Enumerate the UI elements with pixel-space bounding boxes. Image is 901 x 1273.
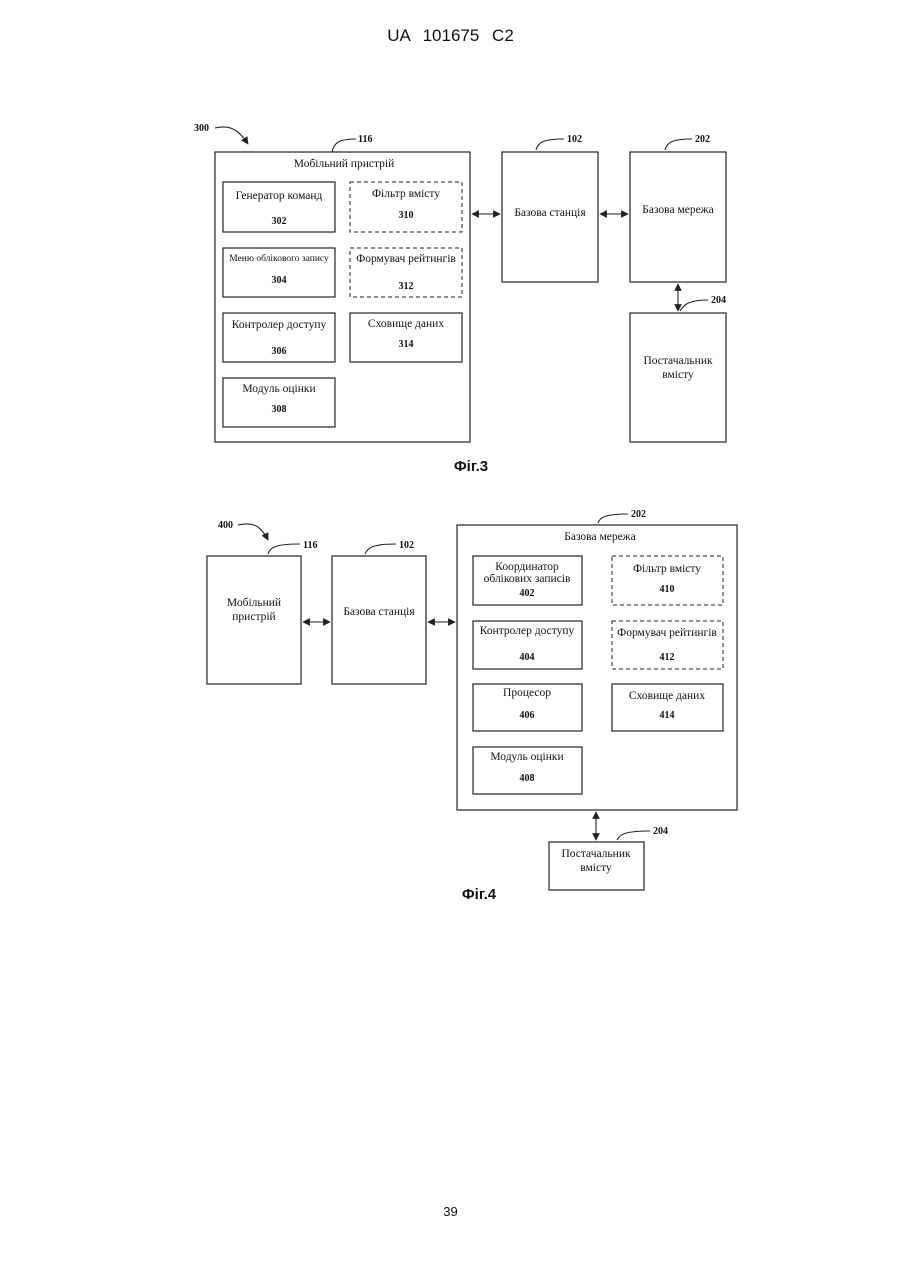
fig4-base-network-ref-leader	[598, 514, 628, 523]
fig4-rating-generator: Формувач рейтингів 412	[612, 621, 723, 669]
fig3-content-provider-line1: Постачальник	[643, 355, 713, 367]
fig4-provider-ref: 204	[653, 826, 668, 837]
fig3-base-network-ref: 202	[695, 134, 710, 145]
fig4-evaluation-module: Модуль оцінки 408	[473, 747, 582, 794]
fig3-rating-generator: Формувач рейтингів 312	[350, 248, 462, 297]
fig4-base-station-box	[332, 556, 426, 684]
fig3-mobile-ref-leader	[332, 139, 356, 152]
fig4-processor-num: 406	[520, 710, 535, 721]
fig3-rating-generator-label: Формувач рейтингів	[356, 253, 456, 265]
fig4-rating-generator-label: Формувач рейтингів	[617, 627, 717, 639]
fig4-data-storage-label: Сховище даних	[629, 690, 705, 702]
fig3-evaluation-module-num: 308	[272, 404, 287, 415]
fig3-account-menu-num: 304	[272, 275, 287, 286]
fig4-mobile-device: Мобільний пристрій 116	[207, 540, 317, 684]
fig3-content-filter-num: 310	[399, 210, 414, 221]
fig3-content-provider: Постачальник вмісту 204	[630, 295, 726, 442]
fig4-base-network-title: Базова мережа	[564, 531, 635, 543]
figure-4: 400 Мобільний пристрій 116 Базова станці…	[207, 509, 737, 903]
fig4-base-network: Базова мережа 202	[457, 509, 737, 810]
fig4-provider-ref-leader	[617, 831, 650, 840]
fig4-ref-400-arrow	[238, 524, 268, 540]
fig4-base-station-ref-leader	[365, 544, 396, 554]
fig4-content-filter: Фільтр вмісту 410	[612, 556, 723, 605]
fig3-evaluation-module-label: Модуль оцінки	[242, 383, 315, 395]
fig3-content-provider-line2: вмісту	[662, 369, 694, 381]
fig4-base-network-ref: 202	[631, 509, 646, 520]
fig3-base-station-label: Базова станція	[514, 207, 586, 219]
fig3-mobile-device-title: Мобільний пристрій	[294, 158, 395, 170]
fig4-content-provider-line2: вмісту	[580, 862, 612, 874]
fig3-caption: Фіг.3	[454, 458, 488, 475]
fig3-provider-ref-leader	[680, 300, 708, 311]
fig4-mobile-ref-leader	[268, 544, 300, 554]
fig3-rating-generator-num: 312	[399, 281, 414, 292]
fig3-data-storage-label: Сховище даних	[368, 318, 444, 330]
fig3-command-generator-label: Генератор команд	[236, 190, 323, 202]
fig4-account-coordinator-num: 402	[520, 588, 535, 599]
fig4-data-storage-num: 414	[660, 710, 675, 721]
fig3-command-generator: Генератор команд 302	[223, 182, 335, 232]
fig3-access-controller-num: 306	[272, 346, 287, 357]
fig3-base-station-ref-leader	[536, 139, 564, 150]
fig4-mobile-ref: 116	[303, 540, 317, 551]
fig3-account-menu-label: Меню облікового запису	[229, 253, 329, 264]
fig4-access-controller-label: Контролер доступу	[480, 625, 575, 637]
fig3-access-controller-label: Контролер доступу	[232, 319, 327, 331]
fig3-data-storage: Сховище даних 314	[350, 313, 462, 362]
fig3-base-network: Базова мережа 202	[630, 134, 726, 282]
page-number: 39	[0, 1204, 901, 1219]
fig4-access-controller: Контролер доступу 404	[473, 621, 582, 669]
fig4-processor: Процесор 406	[473, 684, 582, 731]
fig4-access-controller-num: 404	[520, 652, 535, 663]
fig4-account-coordinator-line2: облікових записів	[484, 573, 571, 585]
fig3-mobile-ref: 116	[358, 134, 372, 145]
fig3-mobile-device: Мобільний пристрій 116	[215, 134, 470, 442]
fig3-base-station: Базова станція 102	[502, 134, 598, 282]
fig4-content-provider: Постачальник вмісту 204	[549, 826, 668, 890]
fig4-content-provider-line1: Постачальник	[561, 848, 631, 860]
fig3-access-controller: Контролер доступу 306	[223, 313, 335, 362]
fig3-evaluation-module: Модуль оцінки 308	[223, 378, 335, 427]
figure-3: 300 Мобільний пристрій 116 Генератор ком…	[194, 123, 726, 475]
fig3-account-menu: Меню облікового запису 304	[223, 248, 335, 297]
fig4-content-filter-num: 410	[660, 584, 675, 595]
fig4-mobile-device-line2: пристрій	[232, 611, 275, 623]
fig4-evaluation-module-num: 408	[520, 773, 535, 784]
fig4-caption: Фіг.4	[462, 886, 497, 903]
fig4-account-coordinator: Координатор облікових записів 402	[473, 556, 582, 605]
fig4-content-filter-label: Фільтр вмісту	[633, 563, 701, 575]
fig4-account-coordinator-line1: Координатор	[495, 561, 559, 573]
fig3-command-generator-num: 302	[272, 216, 287, 227]
fig3-provider-ref: 204	[711, 295, 726, 306]
fig3-data-storage-num: 314	[399, 339, 414, 350]
fig3-base-network-ref-leader	[665, 139, 692, 150]
fig4-evaluation-module-label: Модуль оцінки	[490, 751, 563, 763]
fig4-base-station-label: Базова станція	[343, 606, 415, 618]
fig3-base-network-label: Базова мережа	[642, 204, 713, 216]
fig4-rating-generator-num: 412	[660, 652, 675, 663]
fig4-base-station: Базова станція 102	[332, 540, 426, 684]
fig3-content-filter: Фільтр вмісту 310	[350, 182, 462, 232]
fig4-mobile-device-line1: Мобільний	[227, 597, 281, 609]
fig4-data-storage: Сховище даних 414	[612, 684, 723, 731]
fig4-processor-label: Процесор	[503, 687, 551, 699]
fig3-base-station-ref: 102	[567, 134, 582, 145]
fig4-base-station-ref: 102	[399, 540, 414, 551]
fig3-ref-300: 300	[194, 123, 209, 134]
fig3-content-filter-label: Фільтр вмісту	[372, 188, 440, 200]
fig4-ref-400: 400	[218, 520, 233, 531]
fig3-base-network-box	[630, 152, 726, 282]
fig3-ref-300-arrow	[215, 127, 248, 144]
